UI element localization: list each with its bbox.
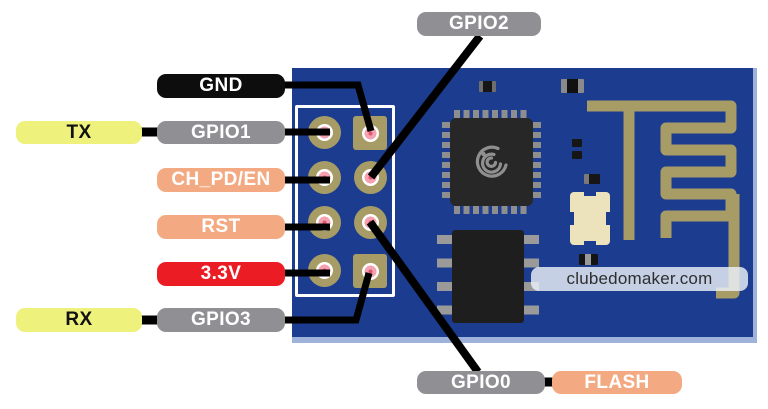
flash-chip-pins-left: [437, 235, 452, 318]
crystal-oscillator: [568, 190, 612, 247]
smd-component: [572, 139, 582, 147]
smd-component: [579, 254, 598, 265]
smd-component: [479, 81, 496, 92]
pad-gpio2: [354, 161, 387, 194]
esp8266-pins-left: [442, 122, 450, 202]
pad-gpio1: [308, 116, 341, 149]
esp8266-chip: [450, 118, 533, 206]
crystal-notch: [584, 241, 596, 247]
watermark-text: clubedomaker.com: [566, 269, 713, 288]
label-tx: TX: [16, 121, 142, 144]
pcb-edge-bottom: [292, 337, 757, 343]
label-gpio2: GPIO2: [417, 12, 541, 36]
pad-hole: [362, 214, 379, 231]
crystal-notch: [568, 212, 574, 225]
crystal-notch: [584, 190, 596, 196]
pad-gnd: [353, 116, 387, 150]
watermark: clubedomaker.com: [531, 267, 748, 291]
pcb-edge-right: [753, 68, 757, 343]
label-3v3: 3.3V: [157, 262, 285, 286]
pad-hole: [316, 169, 333, 186]
smd-component: [572, 151, 582, 159]
pad-hole: [361, 262, 379, 280]
pad-gpio3: [353, 254, 387, 288]
smd-component: [561, 79, 584, 93]
label-rx: RX: [16, 308, 142, 332]
label-gpio1: GPIO1: [157, 121, 285, 144]
flash-chip: [452, 230, 524, 323]
espressif-swirl-icon: [475, 145, 508, 178]
label-rst: RST: [157, 215, 285, 239]
smd-component: [584, 174, 600, 184]
pad-hole: [362, 169, 379, 186]
esp8266-pins-right: [533, 122, 541, 202]
esp8266-pins-top: [454, 110, 530, 118]
pad-3v3: [308, 254, 341, 287]
label-flash: FLASH: [552, 371, 682, 394]
crystal-notch: [606, 212, 612, 225]
label-gpio0: GPIO0: [417, 371, 545, 394]
pad-ch-pd: [308, 161, 341, 194]
label-gnd: GND: [157, 74, 285, 98]
pad-hole: [361, 124, 379, 142]
label-ch-pd-en: CH_PD/EN: [157, 168, 285, 192]
pad-gpio0: [354, 206, 387, 239]
pad-hole: [316, 124, 333, 141]
pad-rst: [308, 206, 341, 239]
pad-hole: [316, 214, 333, 231]
pad-hole: [316, 262, 333, 279]
label-gpio3: GPIO3: [157, 308, 285, 332]
esp8266-pins-bottom: [454, 206, 530, 214]
